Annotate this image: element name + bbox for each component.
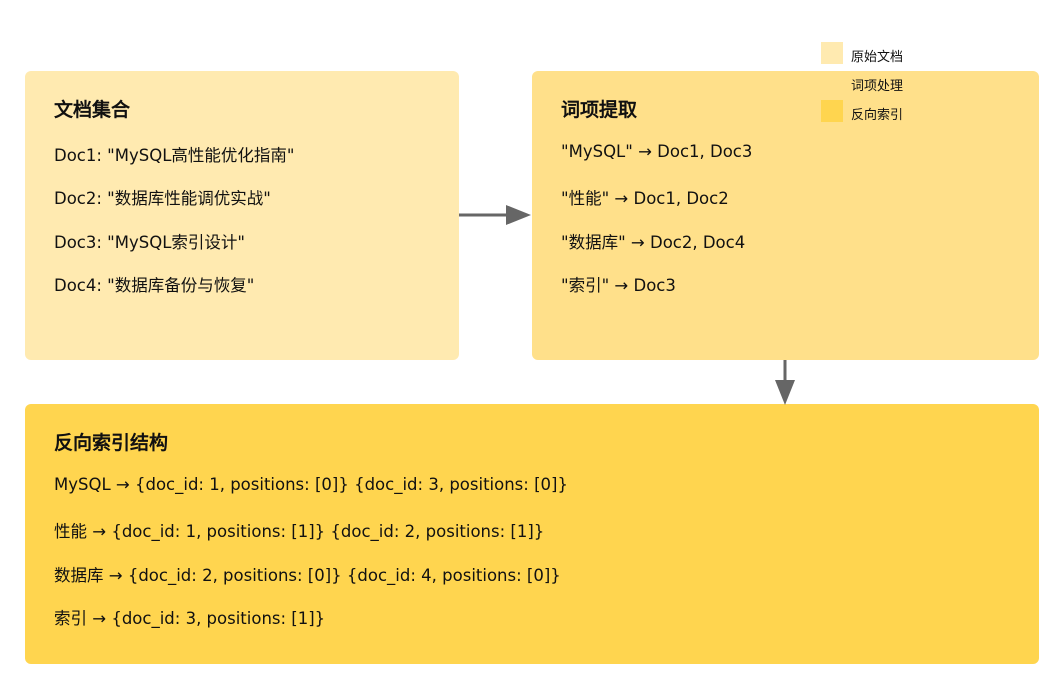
term-line: "MySQL" → Doc1, Doc3 [561, 142, 753, 161]
legend-swatch-inverted-index [821, 100, 843, 122]
term-line: "数据库" → Doc2, Doc4 [561, 233, 746, 252]
legend-swatch-original-docs [821, 42, 843, 64]
legend-label-term-processing: 词项处理 [851, 79, 904, 94]
document-line: Doc1: "MySQL高性能优化指南" [54, 146, 295, 165]
legend-swatch-term-processing [821, 71, 843, 93]
document-collection-box: 文档集合 Doc1: "MySQL高性能优化指南" Doc2: "数据库性能调优… [25, 71, 459, 360]
document-line: Doc3: "MySQL索引设计" [54, 233, 246, 252]
arrow-terms-to-index [775, 360, 795, 405]
term-line: "性能" → Doc1, Doc2 [561, 189, 729, 208]
index-line: 数据库 → {doc_id: 2, positions: [0]} {doc_i… [54, 566, 561, 585]
arrow-head [775, 380, 795, 405]
document-collection-title: 文档集合 [54, 99, 131, 121]
term-line: "索引" → Doc3 [561, 276, 676, 295]
legend-label-original-docs: 原始文档 [851, 50, 904, 65]
arrow-docs-to-terms [459, 205, 531, 225]
arrow-head [506, 205, 531, 225]
index-line: MySQL → {doc_id: 1, positions: [0]} {doc… [54, 475, 568, 494]
legend-label-inverted-index: 反向索引 [851, 108, 904, 123]
document-line: Doc4: "数据库备份与恢复" [54, 276, 255, 295]
term-extraction-title: 词项提取 [561, 99, 638, 121]
index-line: 索引 → {doc_id: 3, positions: [1]} [54, 609, 326, 628]
document-line: Doc2: "数据库性能调优实战" [54, 189, 271, 208]
inverted-index-box: 反向索引结构 MySQL → {doc_id: 1, positions: [0… [25, 404, 1039, 664]
index-line: 性能 → {doc_id: 1, positions: [1]} {doc_id… [54, 522, 545, 541]
term-extraction-box: 词项提取 "MySQL" → Doc1, Doc3 "性能" → Doc1, D… [532, 71, 1039, 360]
inverted-index-title: 反向索引结构 [54, 432, 169, 454]
